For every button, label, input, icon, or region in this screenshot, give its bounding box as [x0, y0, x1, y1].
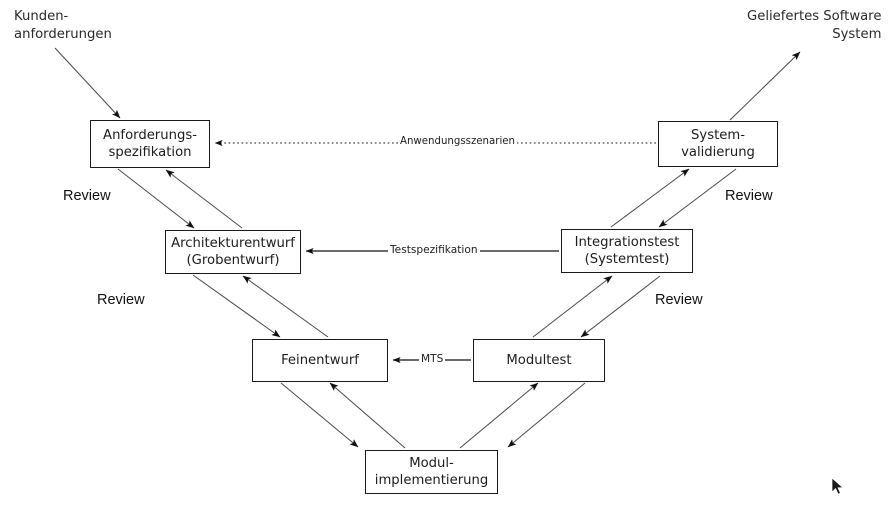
node-modultest[interactable]: Modultest	[473, 339, 605, 382]
node-label-line1: System-	[691, 127, 745, 143]
edge-anforderungsspezifikation-to-architekturentwurf	[117, 168, 195, 229]
node-label-line2: implementierung	[374, 473, 489, 488]
text-line1: Kunden-	[14, 9, 69, 24]
edge-modultest-to-modulimplementierung	[507, 382, 586, 448]
node-label-line1: Architekturentwurf	[171, 235, 295, 251]
node-label-line1: Integrationstest	[574, 234, 680, 250]
label-review-right-upper: Review	[725, 188, 773, 204]
text-geliefertes-software-system: Geliefertes Software System	[747, 8, 881, 44]
edge-systemvalidierung-to-integrationstest	[658, 168, 737, 228]
edge-systemvalidierung-to-geliefertes-software-system	[729, 51, 801, 121]
label-anwendungsszenarien: Anwendungsszenarien	[398, 136, 518, 147]
label-review-left-lower: Review	[97, 292, 145, 308]
node-label-line1: Modultest	[506, 352, 572, 368]
node-modulimplementierung[interactable]: Modul- implementierung	[365, 450, 498, 494]
node-label-line2: (Systemtest)	[584, 252, 670, 267]
node-label-line2: validierung	[681, 145, 755, 160]
text-line1: Geliefertes Software	[747, 9, 882, 24]
edge-architekturentwurf-to-anforderungsspezifikation	[165, 169, 243, 229]
node-label-line1: Modul-	[409, 455, 454, 471]
node-systemvalidierung[interactable]: System- validierung	[658, 121, 778, 167]
edge-architekturentwurf-to-feinentwurf	[192, 274, 281, 338]
edge-feinentwurf-to-modulimplementierung	[280, 382, 359, 448]
mouse-cursor-icon	[831, 477, 844, 495]
text-line2: System	[832, 26, 882, 42]
label-mts: MTS	[419, 353, 446, 365]
label-review-left-upper: Review	[63, 188, 111, 204]
edge-feinentwurf-to-architekturentwurf	[242, 275, 329, 338]
edge-integrationstest-to-systemvalidierung	[610, 168, 690, 228]
node-integrationstest[interactable]: Integrationstest (Systemtest)	[561, 229, 693, 273]
edge-modulimplementierung-to-modultest	[459, 382, 539, 449]
edge-modultest-to-integrationstest	[532, 275, 613, 338]
label-testspezifikation: Testspezifikation	[388, 244, 480, 256]
node-label-line2: (Grobentwurf)	[186, 253, 280, 268]
node-feinentwurf[interactable]: Feinentwurf	[252, 339, 388, 382]
node-label-line2: spezifikation	[108, 145, 192, 160]
edge-kundenanforderungen-to-anforderungsspezifikation	[54, 47, 121, 119]
text-kundenanforderungen: Kunden- anforderungen	[14, 8, 112, 44]
edge-modulimplementierung-to-feinentwurf	[329, 382, 406, 449]
node-label-line1: Feinentwurf	[281, 352, 359, 368]
node-label-line1: Anforderungs-	[103, 127, 197, 143]
text-line2: anforderungen	[14, 26, 112, 42]
node-anforderungsspezifikation[interactable]: Anforderungs- spezifikation	[90, 120, 210, 168]
label-review-right-lower: Review	[655, 292, 703, 308]
node-architekturentwurf[interactable]: Architekturentwurf (Grobentwurf)	[165, 230, 301, 274]
edge-integrationstest-to-modultest	[580, 275, 661, 338]
